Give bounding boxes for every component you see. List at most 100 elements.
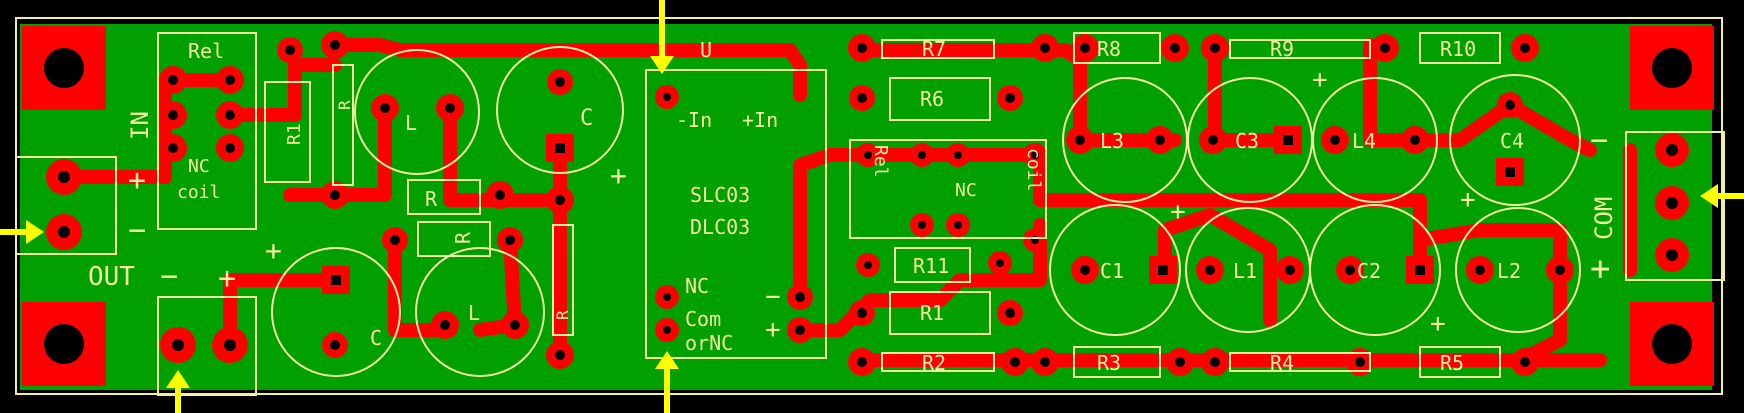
r10-outline: [1419, 32, 1501, 64]
label-ornc: orNC: [685, 331, 733, 355]
mount-hole-br: [1652, 324, 1692, 364]
label-l2: L2: [1497, 259, 1521, 283]
label-out: OUT: [88, 262, 135, 292]
out-connector-outline: [157, 296, 257, 396]
label-l3: L3: [1100, 129, 1124, 153]
label-c2-plus: +: [1430, 309, 1446, 339]
label-coil-right: coil: [1023, 148, 1044, 191]
trace-r7-r8: [853, 43, 1182, 147]
c1-outline: [1049, 204, 1181, 336]
c4-outline: [1449, 74, 1581, 206]
in-connector-outline: [15, 156, 117, 255]
label-r3: R3: [1097, 351, 1121, 375]
label-r9: R9: [1270, 37, 1294, 61]
label-l4: L4: [1352, 129, 1376, 153]
label-in-vertical: IN: [126, 111, 154, 140]
label-l-bottom: L: [468, 301, 480, 325]
label-c-bottom-plus: +: [265, 234, 282, 267]
label-c1: C1: [1100, 259, 1124, 283]
trace-c1-l1: [1158, 208, 1277, 327]
r9-outline: [1229, 39, 1371, 59]
mount-hole-tl: [44, 48, 84, 88]
label-dlc03: DLC03: [690, 215, 750, 239]
label-neg-in: -In: [676, 108, 712, 132]
trace-bot-l: [388, 233, 452, 337]
label-r10: R10: [1440, 37, 1476, 61]
label-c2: C2: [1357, 259, 1381, 283]
label-out-minus: −: [160, 259, 178, 294]
label-rel-right: Rel: [870, 145, 891, 178]
label-c3-plus: +: [1312, 65, 1328, 95]
label-com-plus: +: [1590, 249, 1610, 289]
relay-right-outline: [849, 139, 1047, 239]
r-mid-outline: [407, 179, 481, 215]
label-in-minus: −: [128, 213, 146, 248]
label-r5: R5: [1440, 351, 1464, 375]
c-bottom-outline: [271, 247, 401, 377]
trace-minus-in: [793, 148, 1047, 304]
label-nc-right: NC: [955, 180, 977, 201]
label-com-right: COM: [1590, 197, 1618, 240]
label-nc-left: NC: [188, 156, 210, 177]
label-c1-plus: +: [1170, 197, 1186, 227]
label-c4-plus: +: [1460, 185, 1476, 215]
trace-plus-in: [793, 218, 1047, 337]
label-r-left-vert: R: [335, 100, 354, 110]
silkscreen-outlines: [15, 32, 1725, 396]
label-r1-right: R1: [920, 301, 944, 325]
label-r-mid2: R: [451, 231, 475, 244]
label-r-vert-right: R: [553, 310, 572, 320]
label-r-mid: R: [425, 187, 438, 211]
c2-outline: [1309, 204, 1441, 336]
label-in-plus: +: [128, 163, 146, 198]
label-l1: L1: [1233, 259, 1257, 283]
label-com: Com: [685, 307, 721, 331]
l-top-outline: [354, 49, 480, 175]
mount-hole-bl: [44, 324, 84, 364]
mount-hole-tr: [1652, 48, 1692, 88]
label-nc-mid: NC: [685, 274, 709, 298]
label-slc03: SLC03: [690, 183, 750, 207]
r-vert-right-outline: [552, 224, 574, 336]
slc03-outline: [645, 69, 827, 359]
com-connector-outline: [1625, 131, 1725, 281]
r6-outline: [889, 77, 991, 121]
label-coil-left: coil: [177, 182, 220, 203]
label-pos-in: +In: [742, 108, 778, 132]
r-left-vert-outline: [332, 64, 354, 186]
r5-outline: [1419, 346, 1501, 378]
label-slc-minus: −: [765, 282, 781, 312]
r3-outline: [1073, 346, 1161, 378]
label-c-bottom: C: [370, 326, 382, 350]
label-r1-left: R1: [284, 123, 305, 145]
r1-right-outline: [889, 291, 991, 335]
label-l-top: L: [405, 111, 417, 135]
label-c-top-plus: +: [610, 159, 627, 192]
relay-left-outline: [157, 32, 257, 230]
trace-c2-l2: [1413, 223, 1567, 277]
c-top-outline: [496, 46, 624, 174]
r4-outline: [1229, 352, 1371, 372]
l4-outline: [1312, 77, 1438, 203]
r-mid2-outline: [417, 221, 491, 257]
label-r11: R11: [913, 254, 949, 278]
label-r8: R8: [1097, 37, 1121, 61]
l-bottom-outline: [415, 247, 545, 377]
label-com-minus: −: [1590, 123, 1608, 158]
r11-outline: [894, 247, 971, 283]
l2-outline: [1455, 207, 1581, 333]
component-pads: [46, 31, 1689, 376]
label-r2: R2: [922, 351, 946, 375]
label-u: U: [700, 38, 712, 62]
label-c3: C3: [1235, 129, 1259, 153]
trace-rel-r: [223, 58, 342, 122]
r2-outline: [881, 352, 995, 372]
r7-outline: [881, 39, 995, 59]
mounting-pads: [22, 26, 1714, 386]
trace-in-plus: [57, 73, 237, 184]
board-body: [20, 24, 1712, 390]
label-c-top: C: [580, 106, 593, 131]
silkscreen-text: Rel NC coil IN + − OUT − + + R1 R L C + …: [88, 37, 1618, 375]
